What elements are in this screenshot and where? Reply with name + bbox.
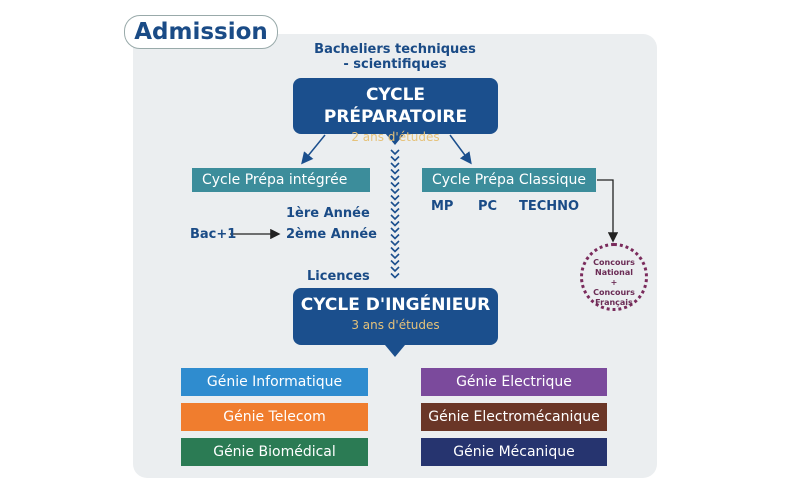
arrow-classique (449, 134, 472, 165)
chevron-mark (390, 188, 400, 195)
ing-title: CYCLE D'INGÉNIEUR (300, 295, 491, 315)
prep-pointer (385, 133, 405, 145)
concours-line3: Concours (593, 288, 635, 297)
track-mp: MP (431, 199, 454, 214)
chevron-mark (390, 168, 400, 175)
prep-subtitle: 2 ans d'études (351, 130, 440, 144)
chevron-mark (390, 194, 400, 201)
page-title: Admission (124, 15, 278, 49)
chevron-mark (390, 201, 400, 208)
chevron-mark (390, 233, 400, 240)
genie-electromecanique: Génie Electromécanique (421, 403, 607, 431)
ing-pointer (385, 345, 405, 357)
chevron-mark (390, 181, 400, 188)
genie-informatique: Génie Informatique (181, 368, 368, 396)
licences-label: Licences (307, 269, 370, 284)
cycle-ingenieur-box: CYCLE D'INGÉNIEUR 3 ans d'études (293, 288, 498, 345)
cycle-prepa-classique: Cycle Prépa Classique (422, 168, 596, 192)
track-techno: TECHNO (519, 199, 580, 214)
bac1-label: Bac+1 (190, 227, 237, 242)
track-pc: PC (478, 199, 498, 214)
chevron-mark (390, 246, 400, 253)
genie-electrique: Génie Electrique (421, 368, 607, 396)
concours-plus: + (610, 278, 618, 287)
chevron-mark (390, 175, 400, 182)
concours-badge: Concours National + Concours Français (580, 243, 648, 311)
chevron-mark (390, 240, 400, 247)
entry-label: Bacheliers techniques - scientifiques (290, 42, 500, 72)
arrow-integree (301, 134, 326, 165)
arrow-concours (597, 179, 619, 243)
chevron-mark (390, 214, 400, 221)
chevron-mark (390, 149, 400, 156)
year1-label: 1ère Année (286, 206, 370, 221)
genie-mecanique: Génie Mécanique (421, 438, 607, 466)
ing-subtitle: 3 ans d'études (351, 318, 440, 332)
chevron-mark (390, 220, 400, 227)
genie-biomedical: Génie Biomédical (181, 438, 368, 466)
entry-line1: Bacheliers techniques (314, 42, 476, 57)
chevron-mark (390, 259, 400, 266)
chevron-flow-icon (390, 149, 400, 279)
entry-line2: - scientifiques (343, 57, 447, 72)
concours-line1: Concours (593, 258, 635, 267)
chevron-mark (390, 266, 400, 273)
chevron-mark (390, 162, 400, 169)
chevron-mark (390, 155, 400, 162)
concours-line2: National (595, 268, 633, 277)
cycle-preparatoire-box: CYCLE PRÉPARATOIRE 2 ans d'études (293, 78, 498, 144)
chevron-mark (390, 272, 400, 279)
year2-label: 2ème Année (286, 227, 377, 242)
chevron-mark (390, 207, 400, 214)
chevron-mark (390, 227, 400, 234)
genie-telecom: Génie Telecom (181, 403, 368, 431)
prep-title: CYCLE PRÉPARATOIRE (323, 85, 468, 127)
cycle-prepa-integree: Cycle Prépa intégrée (192, 168, 370, 192)
chevron-mark (390, 253, 400, 260)
concours-line4: Français (595, 298, 633, 307)
